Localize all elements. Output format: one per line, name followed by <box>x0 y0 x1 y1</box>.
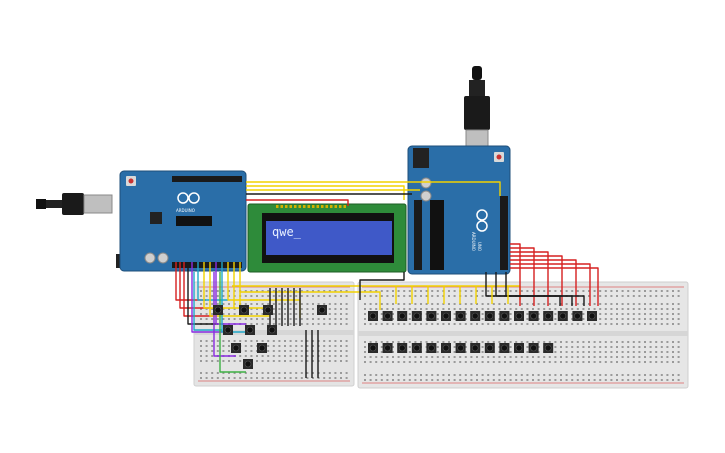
push-button <box>368 311 378 321</box>
push-button <box>243 359 253 369</box>
wire-purple <box>213 272 236 357</box>
arduino-left: ARDUINO <box>36 170 247 272</box>
wire-yellow <box>246 185 405 200</box>
push-button <box>267 325 277 335</box>
wire-left-4 <box>191 262 222 333</box>
wire-red-r6 <box>510 267 599 306</box>
push-button <box>397 343 408 353</box>
wire-red-r1 <box>510 247 535 306</box>
wire-red-r5 <box>510 263 591 306</box>
push-button <box>455 311 466 321</box>
push-button <box>557 311 568 321</box>
wire-yellow <box>240 291 381 310</box>
push-button <box>514 343 524 353</box>
push-button <box>499 311 510 321</box>
push-button <box>484 343 495 353</box>
push-button <box>397 311 408 321</box>
push-button <box>543 343 554 353</box>
push-button <box>470 311 481 321</box>
push-button <box>528 343 539 353</box>
wire-left-10 <box>227 262 258 301</box>
push-button <box>223 325 233 335</box>
push-button <box>257 343 267 353</box>
push-button <box>514 311 524 321</box>
push-button <box>499 343 510 353</box>
wire-left-1 <box>179 262 210 309</box>
push-button <box>368 343 378 353</box>
wire-left-11 <box>233 262 264 309</box>
push-button <box>484 311 495 321</box>
push-buttons <box>213 305 597 369</box>
push-button <box>543 311 554 321</box>
wire-black <box>359 272 405 300</box>
push-button <box>441 343 451 353</box>
wire-red-r4 <box>510 259 577 306</box>
wire-left-6 <box>203 262 234 309</box>
arduino-right: UNO ARDUINO <box>407 66 511 275</box>
push-button <box>572 311 583 321</box>
push-button <box>213 305 223 315</box>
wire-red-r0 <box>510 243 521 306</box>
wire-left-12 <box>239 262 270 317</box>
push-button <box>382 311 393 321</box>
push-button <box>528 311 539 321</box>
push-button <box>411 343 422 353</box>
wire-left-3 <box>187 262 218 325</box>
push-button <box>470 343 481 353</box>
wire-left-2 <box>183 262 214 317</box>
wire-black-r2 <box>505 272 585 306</box>
wire-left-0 <box>175 262 206 301</box>
breadboard-right <box>357 281 689 389</box>
arduino-right-brand: ARDUINO <box>471 232 476 251</box>
wires <box>175 181 599 378</box>
push-button <box>317 305 327 315</box>
push-button <box>441 311 451 321</box>
wire-cyan <box>193 272 222 331</box>
arduino-left-brand: ARDUINO <box>176 208 195 213</box>
push-button <box>426 343 437 353</box>
push-button <box>263 305 273 315</box>
wire-left-7 <box>209 262 240 317</box>
push-button <box>382 343 393 353</box>
push-button <box>455 343 466 353</box>
wire-red-r3 <box>510 255 563 306</box>
wire-red <box>246 199 349 206</box>
push-button <box>411 311 422 321</box>
arduino-right-model: UNO <box>477 242 482 251</box>
wire-left-9 <box>221 262 252 333</box>
wire-yellow <box>246 181 501 196</box>
lcd-module: qwe_ <box>247 203 407 273</box>
wire-left-8 <box>215 262 246 325</box>
wire-left-5 <box>197 262 228 301</box>
lcd-text: qwe_ <box>272 225 302 239</box>
push-button <box>587 311 597 321</box>
push-button <box>245 325 255 335</box>
push-button <box>426 311 437 321</box>
push-button <box>239 305 249 315</box>
wire-red-r2 <box>510 251 549 306</box>
push-button <box>231 343 241 353</box>
